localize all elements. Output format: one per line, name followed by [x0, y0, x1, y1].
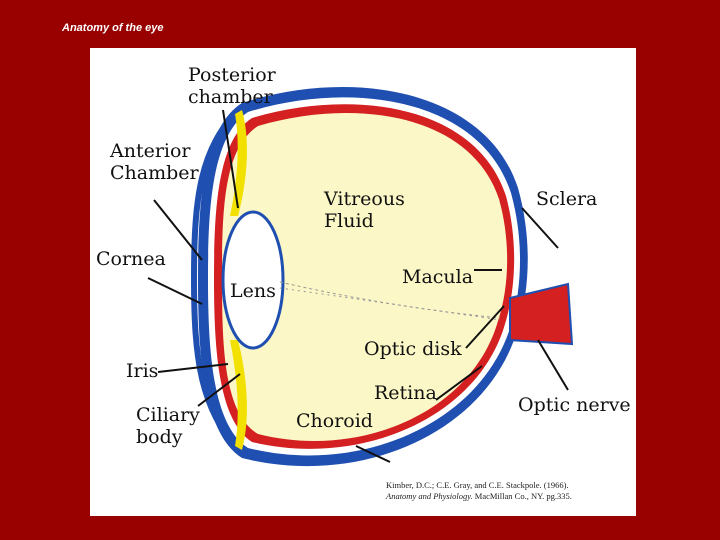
eye-diagram	[147, 87, 574, 467]
cornea-shape	[190, 105, 243, 455]
label-retina: Retina	[374, 382, 437, 404]
label-optic-disk: Optic disk	[364, 338, 462, 360]
label-choroid: Choroid	[296, 410, 373, 432]
label-lens: Lens	[230, 280, 276, 302]
label-posterior-chamber: Posterior chamber	[188, 64, 276, 108]
label-macula: Macula	[402, 266, 474, 288]
label-cornea: Cornea	[96, 248, 166, 270]
eye-diagram-panel: Posterior chamber Anterior Chamber Corne…	[90, 48, 636, 516]
label-ciliary-body: Ciliary body	[136, 404, 200, 448]
optic-nerve-shape	[509, 282, 574, 346]
ciliary-lower-shape	[230, 340, 247, 450]
citation-book-title: Anatomy and Physiology.	[386, 491, 473, 501]
label-vitreous-fluid: Vitreous Fluid	[324, 188, 405, 232]
slide-title: Anatomy of the eye	[62, 22, 164, 34]
label-sclera: Sclera	[536, 188, 598, 210]
label-optic-nerve: Optic nerve	[518, 394, 631, 416]
label-iris: Iris	[126, 360, 159, 382]
citation: Kimber, D.C.; C.E. Gray, and C.E. Stackp…	[386, 480, 572, 502]
vitreous-shape	[222, 112, 508, 442]
ciliary-upper-shape	[230, 110, 247, 216]
lens-shape	[221, 210, 285, 350]
citation-line-1: Kimber, D.C.; C.E. Gray, and C.E. Stackp…	[386, 480, 569, 490]
citation-line-2: Anatomy and Physiology. MacMillan Co., N…	[386, 491, 572, 502]
label-anterior-chamber: Anterior Chamber	[110, 140, 199, 184]
citation-publisher: MacMillan Co., NY. pg.335.	[472, 491, 572, 501]
